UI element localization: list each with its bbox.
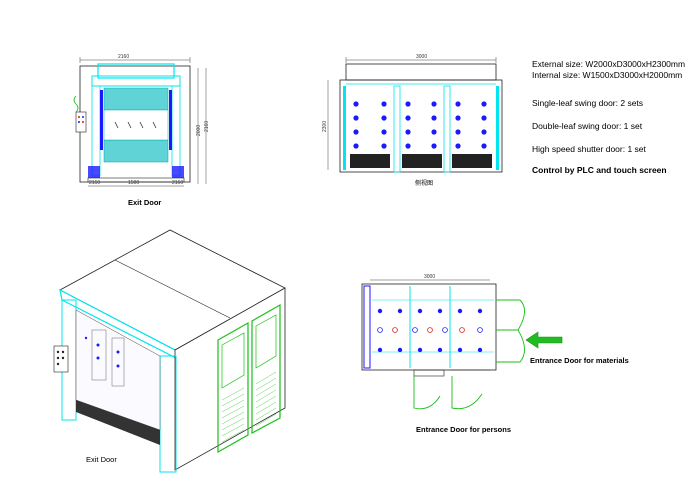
dim-front-side-left: 2160 xyxy=(89,180,100,186)
dim-front-height-inner: 2000 xyxy=(196,125,202,136)
nozzle-icon xyxy=(417,347,423,353)
nozzle-icon xyxy=(405,101,411,107)
nozzle-icon xyxy=(455,101,461,107)
feature-double-leaf: Double-leaf swing door: 1 set xyxy=(532,121,643,131)
caption-exit-door-top: Exit Door xyxy=(128,198,162,207)
caption-entrance-materials: Entrance Door for materials xyxy=(530,356,629,365)
front-view: 2160 2000 2160 xyxy=(73,54,210,187)
nozzle-icon xyxy=(437,347,443,353)
dim-side-length: 3000 xyxy=(416,54,427,60)
nozzle-icon xyxy=(353,129,359,135)
nozzle-icon xyxy=(353,143,359,149)
nozzle-icon xyxy=(442,327,448,333)
nozzle-icon xyxy=(397,347,403,353)
nozzle-icon xyxy=(477,347,483,353)
internal-size-text: Internal size: W1500xD3000xH2000mm xyxy=(532,70,683,80)
nozzle-icon xyxy=(459,327,465,333)
nozzle-icon xyxy=(481,115,487,121)
side-view: 3000 2300 xyxy=(322,54,503,173)
feature-single-leaf: Single-leaf swing door: 2 sets xyxy=(532,98,644,108)
dim-plan-length: 3000 xyxy=(424,274,435,280)
caption-side-view: 侧视图 xyxy=(415,181,434,187)
nozzle-icon xyxy=(381,143,387,149)
nozzle-icon xyxy=(481,143,487,149)
nozzle-icon xyxy=(431,101,437,107)
dim-front-inner-width: 1500 xyxy=(128,180,139,186)
nozzle-icon xyxy=(405,129,411,135)
nozzle-icon xyxy=(377,347,383,353)
nozzle-icon xyxy=(353,115,359,121)
nozzle-icon xyxy=(481,129,487,135)
nozzle-icon xyxy=(481,101,487,107)
nozzle-icon xyxy=(457,347,463,353)
external-size-text: External size: W2000xD3000xH2300mm xyxy=(532,59,686,69)
nozzle-icon xyxy=(457,308,463,314)
nozzle-icon xyxy=(392,327,398,333)
nozzle-icon xyxy=(477,327,483,333)
nozzle-icon xyxy=(477,308,483,314)
nozzle-icon xyxy=(405,143,411,149)
nozzle-icon xyxy=(431,143,437,149)
nozzle-icon xyxy=(377,327,383,333)
nozzle-icon xyxy=(381,101,387,107)
dim-front-width: 2160 xyxy=(118,54,129,60)
caption-exit-door-bottom: Exit Door xyxy=(86,455,117,464)
nozzle-icon xyxy=(397,308,403,314)
nozzle-icon xyxy=(381,115,387,121)
nozzle-icon xyxy=(437,308,443,314)
nozzle-icon xyxy=(405,115,411,121)
feature-shutter-door: High speed shutter door: 1 set xyxy=(532,144,646,154)
nozzle-icon xyxy=(431,115,437,121)
feature-plc-control: Control by PLC and touch screen xyxy=(532,165,667,175)
caption-entrance-persons: Entrance Door for persons xyxy=(416,425,512,434)
nozzle-icon xyxy=(412,327,418,333)
nozzle-icon xyxy=(381,129,387,135)
plan-view: 3000 xyxy=(361,274,563,410)
nozzle-icon xyxy=(455,129,461,135)
nozzle-icon xyxy=(417,308,423,314)
nozzle-icon xyxy=(377,308,383,314)
isometric-view xyxy=(53,229,286,473)
dim-front-height-outer: 2160 xyxy=(204,121,210,132)
nozzle-icon xyxy=(455,143,461,149)
dim-side-height: 2300 xyxy=(322,121,328,132)
nozzle-icon xyxy=(353,101,359,107)
dim-front-side-right: 2160 xyxy=(172,180,183,186)
nozzle-icon xyxy=(431,129,437,135)
nozzle-icon xyxy=(427,327,433,333)
nozzle-icon xyxy=(455,115,461,121)
